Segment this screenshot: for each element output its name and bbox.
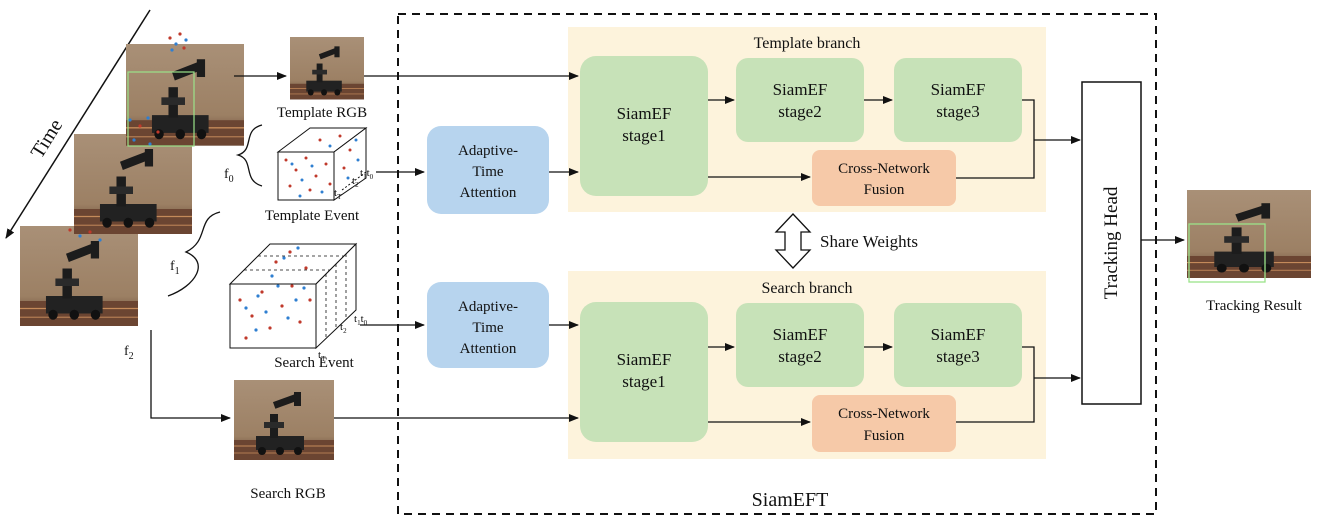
tracking-head-block: Tracking Head — [1081, 81, 1142, 405]
search-rgb-label: Search RGB — [250, 486, 325, 502]
svg-text:Fusion: Fusion — [864, 182, 905, 198]
search-stage3-block: SiamEF stage3 — [894, 303, 1022, 387]
search-event-ticks-1: tT — [318, 349, 326, 363]
frame-f1-label: f1 — [170, 259, 180, 277]
search-rgb-image — [233, 379, 335, 461]
template-event-ticks-2: t2 — [352, 175, 359, 189]
brace-f1 — [167, 211, 221, 297]
svg-text:stage3: stage3 — [936, 347, 979, 366]
template-stage3-block: SiamEF stage3 — [894, 58, 1022, 142]
siameft-title: SiamEFT — [752, 489, 829, 511]
share-weights-label: Share Weights — [820, 232, 918, 251]
template-ata-block: Adaptive- Time Attention — [427, 126, 549, 214]
svg-text:stage1: stage1 — [622, 372, 665, 391]
search-stage2-block: SiamEF stage2 — [736, 303, 864, 387]
frame-f0-bbox — [127, 71, 195, 147]
svg-text:Adaptive-: Adaptive- — [458, 299, 518, 315]
frame-event-points — [68, 32, 188, 242]
svg-text:stage2: stage2 — [778, 347, 821, 366]
frame-f2-label: f2 — [124, 344, 134, 362]
svg-text:SiamEF: SiamEF — [931, 325, 986, 344]
svg-text:SiamEF: SiamEF — [773, 80, 828, 99]
svg-text:Tracking Head: Tracking Head — [1101, 186, 1122, 299]
svg-text:SiamEF: SiamEF — [773, 325, 828, 344]
search-event-label: Search Event — [274, 355, 354, 371]
template-rgb-image — [289, 36, 365, 100]
svg-text:Time: Time — [472, 164, 503, 180]
svg-text:Attention: Attention — [460, 185, 517, 201]
template-event-ticks-3: t1t0 — [360, 167, 374, 181]
svg-text:SiamEF: SiamEF — [931, 80, 986, 99]
template-stage1-block: SiamEF stage1 — [580, 56, 708, 196]
svg-text:Attention: Attention — [460, 341, 517, 357]
share-weights-arrow — [774, 213, 812, 269]
tracking-result-label: Tracking Result — [1206, 298, 1303, 314]
search-event-ticks-2: t2 — [340, 321, 347, 335]
svg-text:SiamEF: SiamEF — [617, 350, 672, 369]
search-event-ticks-3: t1t0 — [354, 313, 368, 327]
search-event-cube — [228, 242, 358, 350]
svg-text:stage3: stage3 — [936, 102, 979, 121]
search-branch-title: Search branch — [761, 280, 852, 297]
frame-f1-image — [73, 133, 193, 235]
siameft-container — [397, 13, 1157, 515]
svg-text:Cross-Network: Cross-Network — [838, 406, 930, 422]
time-axis-label: Time — [27, 115, 68, 162]
svg-text:Adaptive-: Adaptive- — [458, 143, 518, 159]
time-axis — [5, 9, 151, 239]
tracking-result-image — [1186, 189, 1312, 279]
frame-f2-image — [19, 225, 139, 327]
search-fusion-block: Cross-Network Fusion — [812, 395, 956, 452]
template-fusion-block: Cross-Network Fusion — [812, 150, 956, 206]
svg-text:Fusion: Fusion — [864, 428, 905, 444]
template-stage2-block: SiamEF stage2 — [736, 58, 864, 142]
connectors — [150, 72, 1185, 426]
svg-text:Cross-Network: Cross-Network — [838, 161, 930, 177]
tracking-result-bbox — [1188, 223, 1266, 283]
template-branch-title: Template branch — [754, 35, 861, 52]
search-stage1-block: SiamEF stage1 — [580, 302, 708, 442]
template-event-ticks: tT — [334, 187, 342, 201]
search-ata-block: Adaptive- Time Attention — [427, 282, 549, 368]
svg-text:stage1: stage1 — [622, 126, 665, 145]
svg-text:Time: Time — [472, 320, 503, 336]
template-event-cube — [276, 127, 368, 201]
frame-stack: f0 f1 f2 — [19, 32, 263, 362]
frame-f0-image — [125, 43, 245, 147]
svg-text:stage2: stage2 — [778, 102, 821, 121]
brace-f0 — [235, 124, 263, 187]
template-rgb-label: Template RGB — [277, 105, 367, 121]
template-event-label: Template Event — [265, 208, 360, 224]
frame-f0-label: f0 — [224, 167, 234, 185]
svg-text:SiamEF: SiamEF — [617, 104, 672, 123]
